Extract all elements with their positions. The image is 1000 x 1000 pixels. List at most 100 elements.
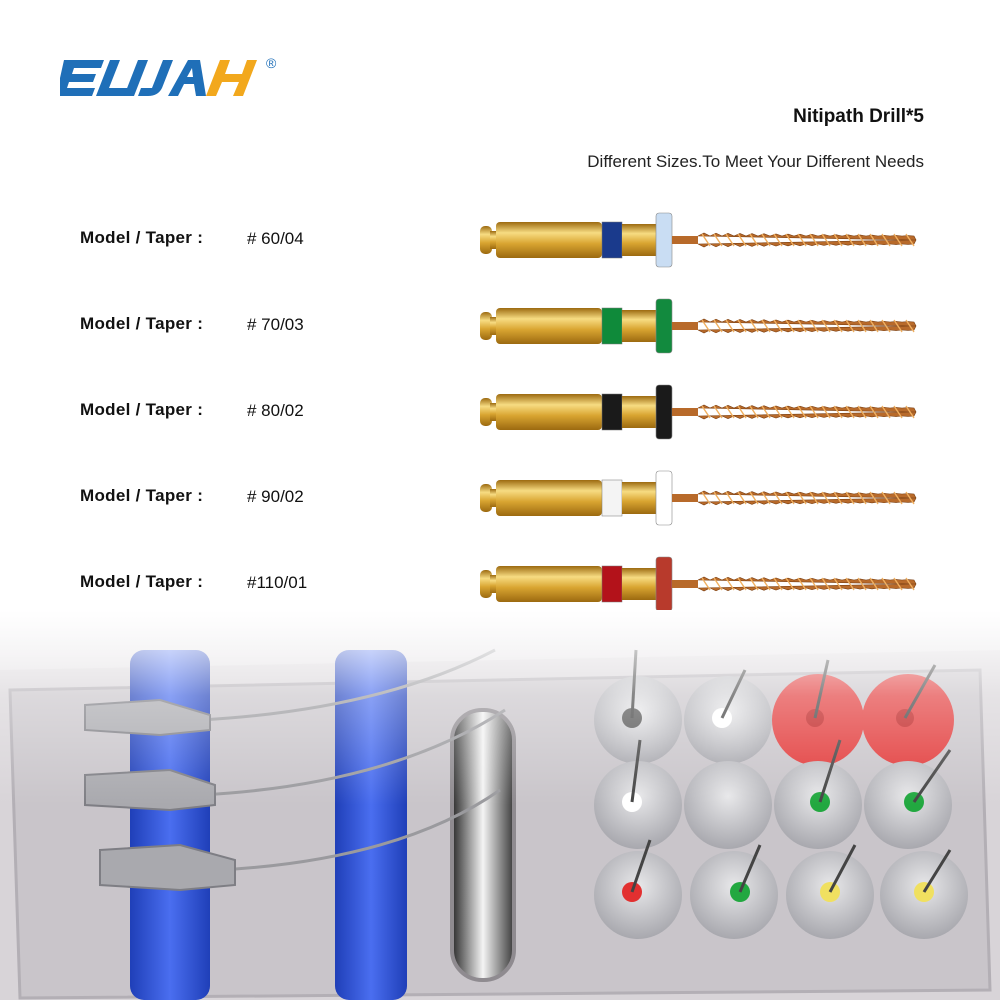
flute-highlight: [809, 319, 819, 333]
flute-highlight: [905, 319, 915, 333]
flute-highlight: [773, 491, 783, 505]
trademark-symbol: ®: [266, 55, 277, 71]
logo-mark-icon: [60, 60, 257, 96]
shank-neck: [490, 317, 498, 335]
flute-highlight: [713, 233, 723, 247]
stopper: [655, 556, 673, 612]
stopper: [655, 384, 673, 440]
flute-highlight: [797, 405, 807, 419]
flute-highlight: [773, 319, 783, 333]
stopper: [655, 470, 673, 526]
drill-icon: [480, 384, 917, 440]
shank-neck: [490, 489, 498, 507]
shank-body: [496, 566, 602, 602]
flute-highlight: [737, 319, 747, 333]
flute-highlight: [713, 319, 723, 333]
color-band: [601, 479, 623, 517]
flute-highlight: [833, 233, 843, 247]
flute-highlight: [797, 319, 807, 333]
model-label: Model / Taper :: [80, 314, 204, 333]
flute-highlight: [725, 577, 735, 591]
file-shaft: [672, 322, 698, 330]
shank-tip: [480, 226, 492, 254]
shank-tip: [480, 484, 492, 512]
endodontic-tray-photo: [0, 610, 1000, 1000]
flute-highlight: [749, 233, 759, 247]
flute-highlight: [893, 405, 903, 419]
shank-body: [496, 308, 602, 344]
model-value: #110/01: [247, 573, 308, 592]
flute-highlight: [761, 405, 771, 419]
flute-highlight: [845, 233, 855, 247]
flute-highlight: [833, 405, 843, 419]
flute-highlight: [701, 577, 711, 591]
flute-highlight: [905, 491, 915, 505]
flute-highlight: [905, 577, 915, 591]
flute-highlight: [869, 319, 879, 333]
model-value: # 90/02: [247, 487, 304, 506]
flute-highlight: [821, 491, 831, 505]
model-label: Model / Taper :: [80, 400, 204, 419]
stopper: [655, 212, 673, 268]
flute-highlight: [749, 405, 759, 419]
shank-body: [496, 394, 602, 430]
flute-highlight: [833, 319, 843, 333]
file-shaft: [672, 236, 698, 244]
flute-highlight: [773, 405, 783, 419]
flute-highlight: [809, 491, 819, 505]
elijah-logo: ®: [60, 55, 277, 96]
flute-highlight: [713, 405, 723, 419]
shank-collar: [622, 568, 656, 600]
shank-collar: [622, 396, 656, 428]
shank-tip: [480, 570, 492, 598]
color-band: [601, 393, 623, 431]
model-label: Model / Taper :: [80, 228, 204, 247]
flute-highlight: [797, 577, 807, 591]
flute-highlight: [785, 319, 795, 333]
flute-highlight: [701, 319, 711, 333]
flute-highlight: [701, 233, 711, 247]
flute-highlight: [857, 405, 867, 419]
flute-highlight: [761, 319, 771, 333]
flute-highlight: [845, 577, 855, 591]
model-value: # 80/02: [247, 401, 304, 420]
shank-collar: [622, 482, 656, 514]
flute-highlight: [737, 491, 747, 505]
flute-highlight: [869, 405, 879, 419]
shank-neck: [490, 231, 498, 249]
flute-highlight: [737, 233, 747, 247]
flute-highlight: [797, 491, 807, 505]
flute-highlight: [737, 405, 747, 419]
color-band: [601, 221, 623, 259]
product-title: Nitipath Drill*5: [793, 106, 924, 127]
flute-highlight: [881, 233, 891, 247]
shank-neck: [490, 575, 498, 593]
flute-highlight: [785, 491, 795, 505]
file-shaft: [672, 494, 698, 502]
flute-highlight: [893, 577, 903, 591]
file-shaft: [672, 580, 698, 588]
flute-highlight: [905, 233, 915, 247]
shank-body: [496, 480, 602, 516]
flute-highlight: [905, 405, 915, 419]
flute-highlight: [857, 233, 867, 247]
flute-highlight: [881, 319, 891, 333]
flute-highlight: [785, 233, 795, 247]
flute-highlight: [845, 319, 855, 333]
stopper: [655, 298, 673, 354]
flute-highlight: [737, 577, 747, 591]
flute-highlight: [893, 491, 903, 505]
flute-highlight: [893, 319, 903, 333]
flute-highlight: [713, 491, 723, 505]
flute-highlight: [881, 491, 891, 505]
flute-highlight: [833, 491, 843, 505]
model-value: # 70/03: [247, 315, 304, 334]
model-label: Model / Taper :: [80, 486, 204, 505]
drill-icon: [480, 470, 917, 526]
flute-highlight: [725, 233, 735, 247]
flute-highlight: [701, 491, 711, 505]
flute-highlight: [773, 233, 783, 247]
shank-tip: [480, 398, 492, 426]
shank-body: [496, 222, 602, 258]
flute-highlight: [749, 577, 759, 591]
